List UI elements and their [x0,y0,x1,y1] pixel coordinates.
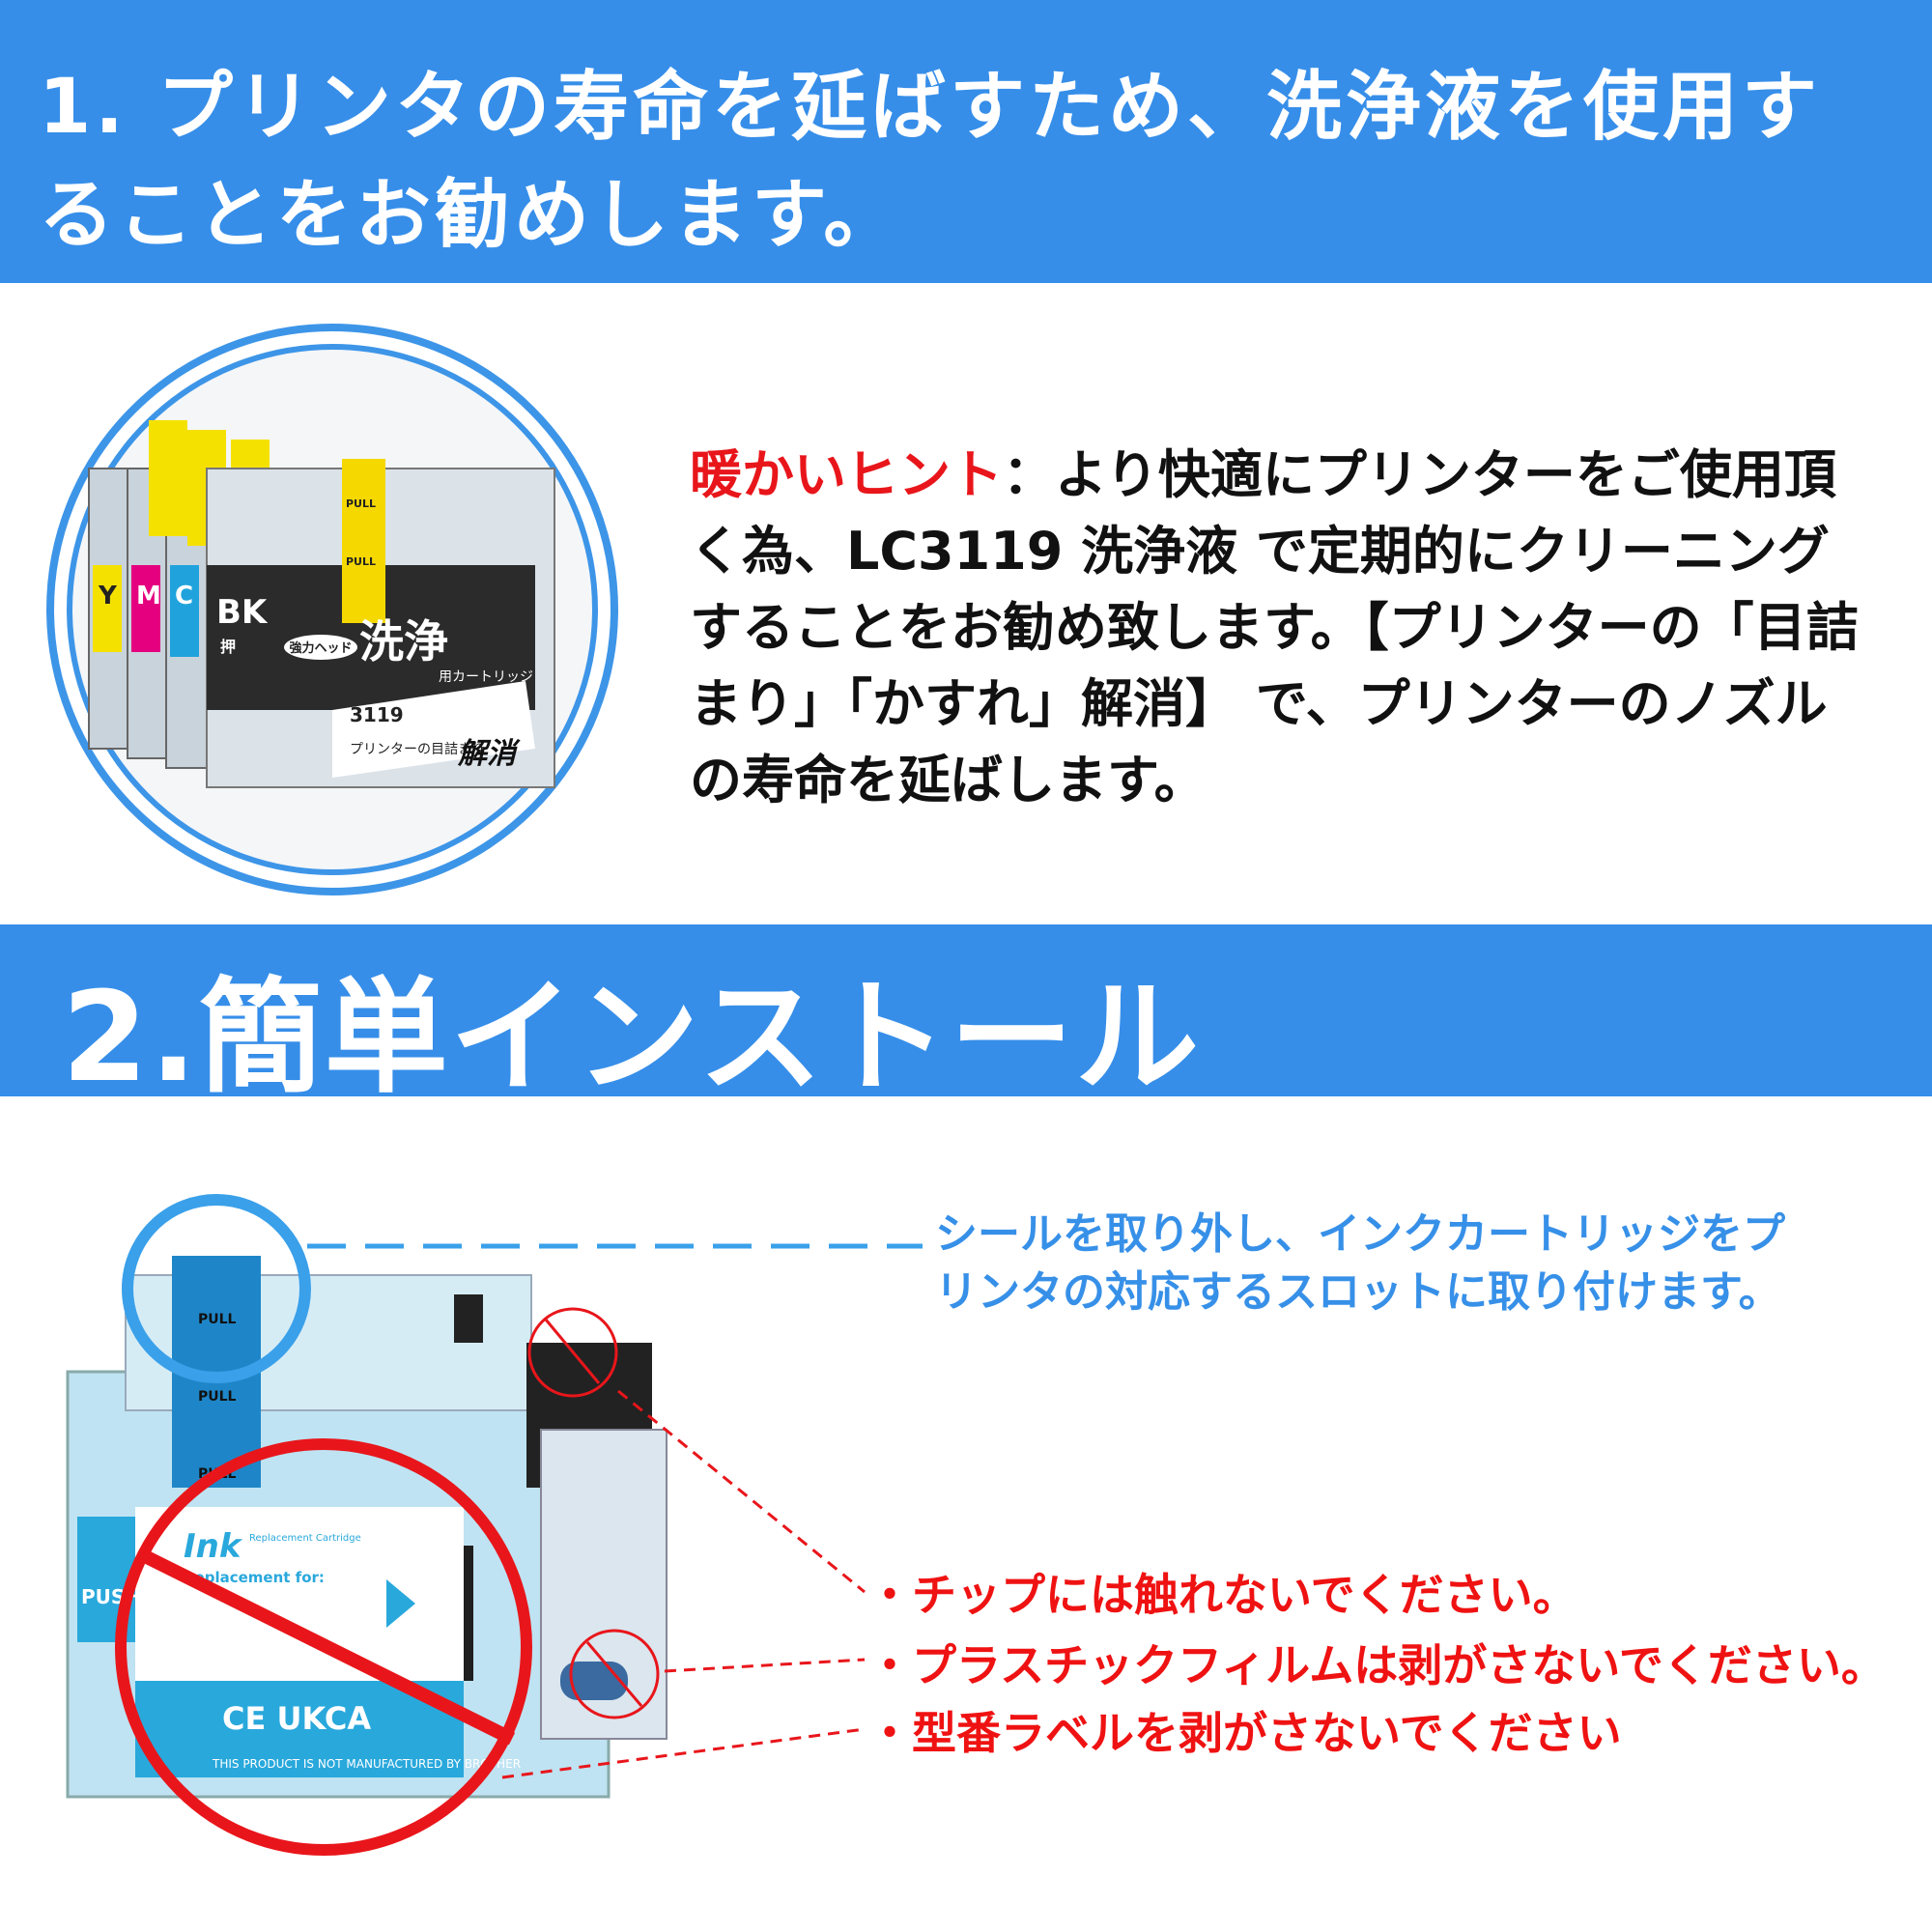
install-instruction-line2: リンタの対応するスロットに取り付けます。 [935,1267,1781,1317]
pull-tab-text: PULL [198,1312,237,1327]
warning-film: ・プラスチックフィルムは剥がさないでください。 [867,1639,1886,1691]
install-instruction: シールを取り外し、インクカートリッジをプ リンタの対応するスロットに取り付けます… [935,1206,1785,1321]
disclaimer: THIS PRODUCT IS NOT MANUFACTURED BY BROT… [212,1757,521,1771]
pull-tab-text: PULL [198,1389,237,1405]
install-cartridge-image: PULL PULL PULL PUSH Ink Replacement Cart… [66,1194,923,1856]
cleaning-cartridge-image: Y M C BK 押 PULL PULL 強力ヘッド 洗浄 用カートリッジ 31… [46,324,618,895]
warning-label: ・型番ラベルを剥がさないでください [867,1707,1622,1759]
cleaner-sub: 用カートリッジ [439,669,533,685]
brand: Ink [184,1527,243,1566]
cleaner-cartridge-bk: BK 押 PULL PULL 強力ヘッド 洗浄 用カートリッジ 3119 プリン… [206,459,555,788]
prohibited-icon [115,1438,532,1856]
press-label: 押 [220,638,236,656]
caption-big: 解消 [457,737,521,771]
label-m: M [136,582,161,611]
label-c: C [175,582,193,611]
warning-chip: ・チップには触れないでください。 [867,1569,1577,1621]
section2-header [0,924,1932,1096]
label-y: Y [98,582,118,611]
model-number: 3119 [350,703,404,726]
head-label: 強力ヘッド [289,640,352,656]
cleaner-label: 洗浄 [359,615,448,668]
section1-title-line1: 1. プリンタの寿命を延ばすため、洗浄液を使用す [39,64,1822,151]
install-instruction-line1: シールを取り外し、インクカートリッジをプ [935,1209,1785,1259]
section1-title-line2: ることをお勧めします。 [39,172,903,259]
pull-tab-highlight [122,1194,311,1383]
pull-tab-text: PULL [346,555,376,568]
arrow-icon [386,1579,415,1628]
tip-paragraph: 暖かいヒント：より快適にプリンターをご使用頂く為、LC3119 洗浄液 で定期的… [690,437,1878,818]
cert-marks: CE UKCA [222,1700,371,1737]
warning-leaders [501,1389,866,1779]
replacement-for: Replacement for: [184,1569,325,1586]
prohibited-icon-small [527,1307,660,1719]
section1-header: 1. プリンタの寿命を延ばすため、洗浄液を使用す ることをお勧めします。 [0,0,1932,283]
tip-label: 暖かいヒント [690,444,1003,505]
model-label: PUSH Ink Replacement Cartridge Replaceme… [77,1507,521,1777]
section2-title: 2.簡単インストール [62,966,1202,1110]
tip-body: ：より快適にプリンターをご使用頂く為、LC3119 洗浄液 で定期的にクリーニン… [690,444,1859,810]
pull-tab-text: PULL [346,497,376,510]
caption-small: プリンターの目詰まり [350,742,485,757]
label-bk: BK [216,593,269,632]
brand-sub: Replacement Cartridge [249,1533,361,1544]
